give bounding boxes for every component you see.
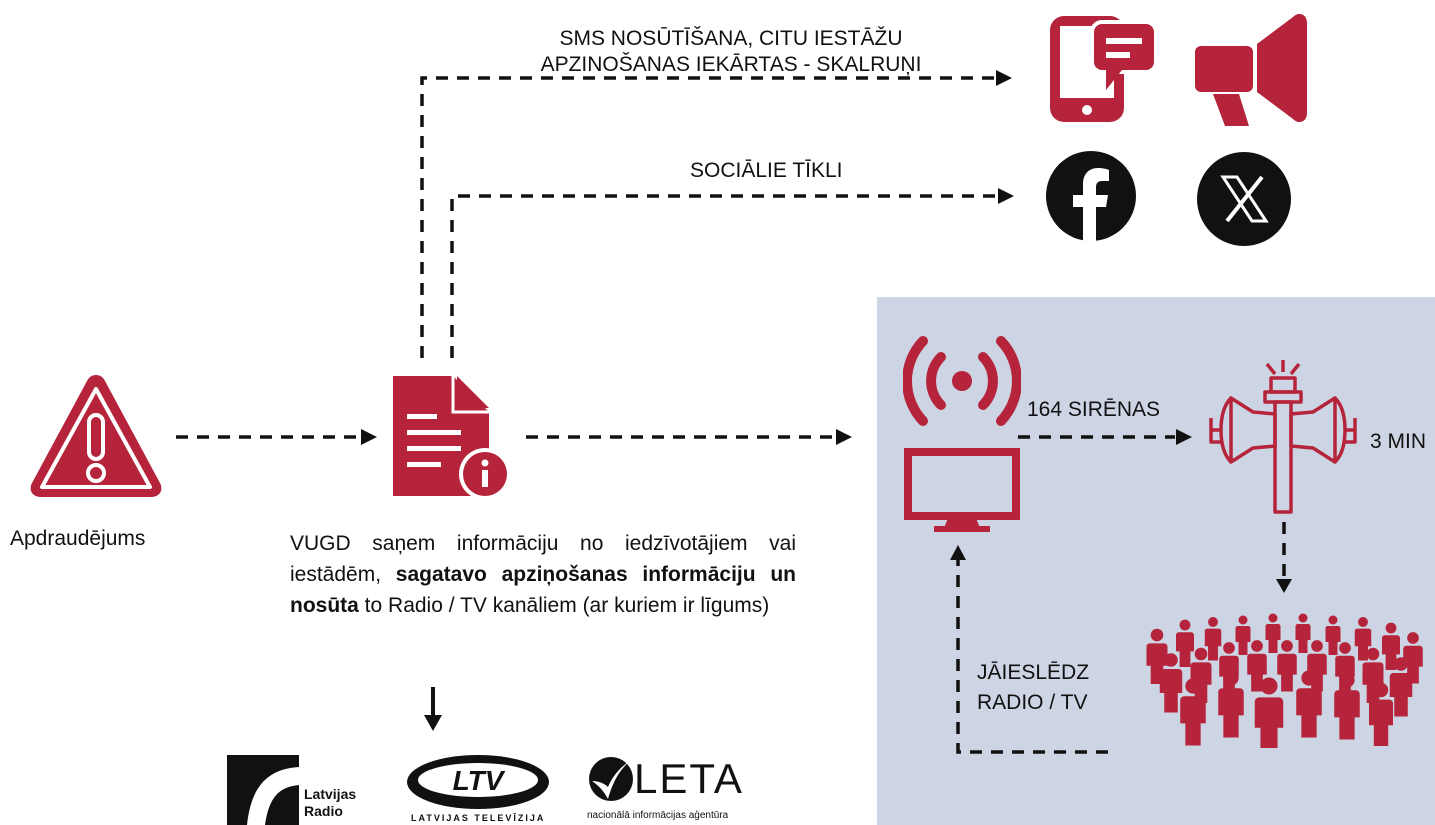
leta-subtitle: nacionālā informācijas aģentūra: [587, 810, 729, 821]
sirens-label: 164 SIRĒNAS: [1027, 398, 1161, 421]
siren-icon: [1209, 360, 1357, 514]
vugd-description: VUGD saņem informāciju no iedzīvotājiem …: [290, 528, 796, 621]
connector-people-to-tv: [956, 560, 1108, 754]
radio-line2: Radio: [304, 803, 343, 819]
duration-label: 3 MIN: [1370, 430, 1427, 453]
arrowhead-media: [424, 715, 442, 731]
arrowhead-people: [1276, 579, 1292, 593]
arrowhead-sms: [996, 70, 1012, 86]
turn-on-label: JĀIESLĒDZ RADIO / TV: [977, 658, 1089, 718]
phone-message-icon: [1050, 16, 1158, 122]
ltv-logo: LTV: [407, 755, 549, 809]
tv-icon: [904, 448, 1020, 532]
arrowhead-sirens: [1176, 429, 1192, 445]
crowd-icon: [1146, 613, 1423, 748]
facebook-icon: [1046, 151, 1136, 241]
turn-on-line2: RADIO / TV: [977, 691, 1088, 714]
warning-triangle-icon: [30, 375, 162, 497]
ltv-subtitle: LATVIJAS TELEVĪZIJA: [411, 813, 546, 823]
radio-line1: Latvijas: [304, 786, 357, 802]
sms-label: SMS NOSŪTĪŠANA, CITU IESTĀŽU APZINOŠANAS…: [500, 26, 962, 78]
threat-label: Apdraudējums: [10, 527, 146, 550]
connector-to-sms: [420, 76, 995, 358]
leta-mark-icon: [589, 757, 633, 801]
sms-label-line2: APZINOŠANAS IEKĀRTAS - SKALRUŅI: [540, 53, 922, 76]
x-icon: [1197, 152, 1291, 246]
arrowhead-panel: [836, 429, 852, 445]
latvijas-radio-mark-icon: [247, 767, 299, 825]
arrowhead-social: [998, 188, 1014, 204]
connector-to-social: [450, 194, 997, 358]
sms-label-line1: SMS NOSŪTĪŠANA, CITU IESTĀŽU: [559, 27, 903, 50]
arrowhead-doc: [361, 429, 377, 445]
megaphone-icon: [1195, 14, 1307, 126]
latvijas-radio-logo: [227, 755, 299, 825]
document-info-icon: [393, 376, 511, 500]
turn-on-line1: JĀIESLĒDZ: [977, 661, 1090, 684]
latvijas-radio-wordmark: Latvijas Radio: [304, 786, 356, 820]
arrowhead-tv: [950, 545, 966, 560]
social-label: SOCIĀLIE TĪKLI: [690, 159, 843, 182]
vugd-text-bold: sagatavo apziņošanas informāciju un nosū…: [290, 563, 796, 617]
leta-wordmark: LETA: [634, 755, 744, 802]
vugd-text-part2: to Radio / TV kanāliem (ar kuriem ir līg…: [358, 594, 770, 617]
vugd-text-part1: VUGD saņem informāciju no iedzīvotājiem …: [290, 532, 796, 586]
broadcast-icon: [903, 336, 1021, 426]
ltv-wordmark: LTV: [453, 765, 506, 796]
